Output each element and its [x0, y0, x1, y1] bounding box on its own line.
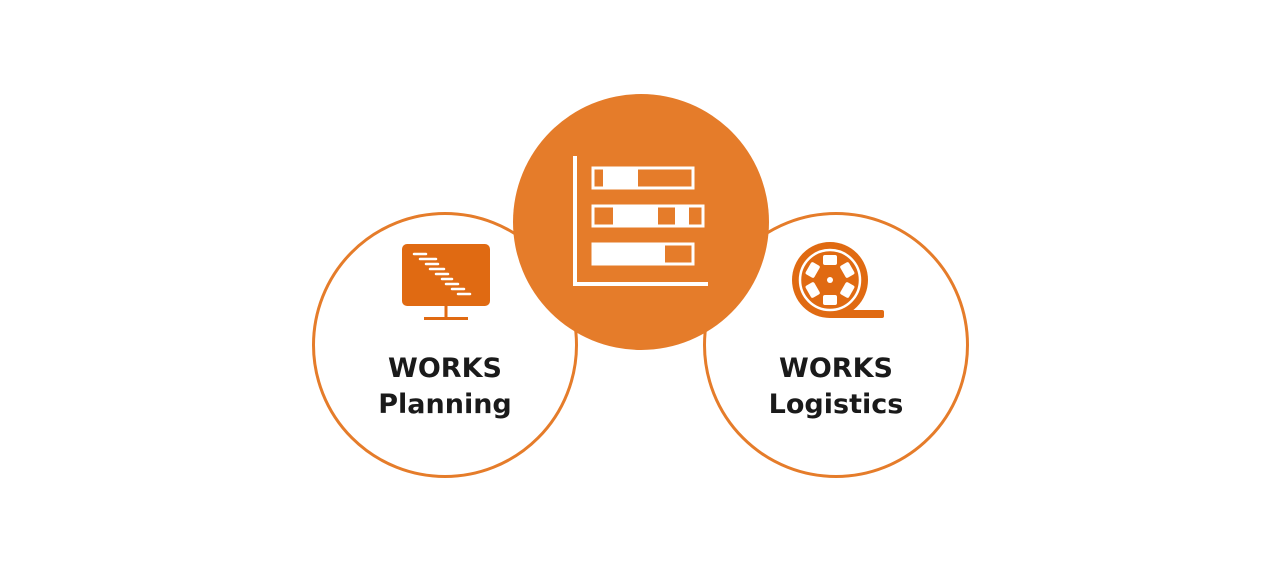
works-planning-line2: Planning [378, 389, 512, 420]
center-circle [513, 94, 769, 350]
works-planning-line1: WORKS [388, 353, 502, 384]
works-logistics-circle: WORKS Logistics [703, 212, 969, 478]
monitor-gantt-icon [402, 244, 490, 320]
works-logistics-label: WORKS Logistics [706, 351, 966, 423]
film-reel-icon [792, 242, 884, 318]
works-logistics-line1: WORKS [779, 353, 893, 384]
works-logistics-line2: Logistics [768, 389, 904, 420]
gantt-chart-icon [573, 156, 708, 286]
works-planning-label: WORKS Planning [315, 351, 575, 423]
